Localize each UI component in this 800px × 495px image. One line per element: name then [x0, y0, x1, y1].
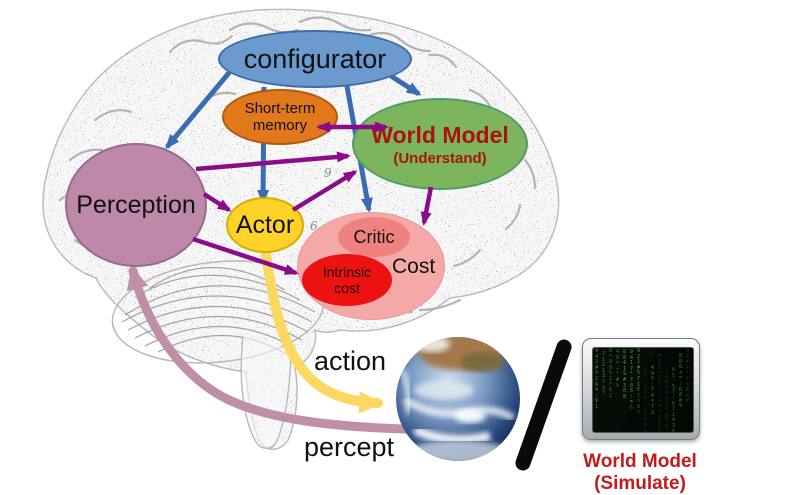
memory-label-line2: memory	[252, 117, 308, 134]
diagram-canvas: configurator Short-term memory World Mod…	[42, 8, 700, 494]
world-model-subtitle: (Understand)	[393, 149, 487, 167]
etching-figure-digit-6: 6	[310, 219, 318, 233]
arrow-configurator-to-world-model	[389, 73, 422, 97]
actor-label: Actor	[235, 210, 295, 239]
arrow-configurator-to-perception	[165, 66, 235, 150]
earth-africa-landmass	[418, 337, 502, 370]
node-critic: Critic	[338, 217, 410, 257]
perception-label: Perception	[76, 190, 196, 219]
memory-label-line1: Short-term	[244, 100, 316, 117]
node-perception: Perception	[65, 143, 207, 267]
world-model-title: World Model	[371, 121, 509, 148]
node-configurator: configurator	[218, 30, 412, 88]
action-flow-label: action	[313, 346, 387, 376]
matrix-screen-icon: 4 4 2 # % 2 6 4 : 9 1 3 1 2 1 3 7 % 7 0 …	[582, 338, 700, 440]
world-model-simulate-caption: World Model (Simulate)	[583, 451, 697, 494]
intrinsic-label-line2: cost	[334, 280, 360, 296]
node-world-model-understand: World Model (Understand)	[352, 98, 528, 190]
matrix-code-texture: 4 4 2 # % 2 6 4 : 9 1 3 1 2 1 3 7 % 7 0 …	[593, 348, 693, 432]
brainstem	[240, 335, 292, 449]
earth-clouds	[414, 381, 474, 399]
matrix-screen-display: 4 4 2 # % 2 6 4 : 9 1 3 1 2 1 3 7 % 7 0 …	[592, 347, 694, 433]
cerebellum	[111, 260, 325, 364]
intrinsic-label-line1: Intrinsic	[322, 264, 372, 280]
configurator-label: configurator	[243, 43, 387, 74]
node-actor: Actor	[226, 197, 304, 253]
cost-label: Cost	[392, 255, 436, 278]
percept-flow-label: percept	[303, 432, 395, 462]
node-intrinsic-cost: Intrinsic cost	[302, 254, 392, 306]
arrow-world-model-to-cost	[420, 186, 434, 226]
arrow-perception-to-actor	[202, 192, 232, 212]
node-short-term-memory: Short-term memory	[222, 89, 338, 145]
critic-label: Critic	[353, 226, 395, 247]
etching-figure-digit-9: 9	[324, 166, 332, 180]
matrix-screen-shade	[593, 348, 693, 432]
